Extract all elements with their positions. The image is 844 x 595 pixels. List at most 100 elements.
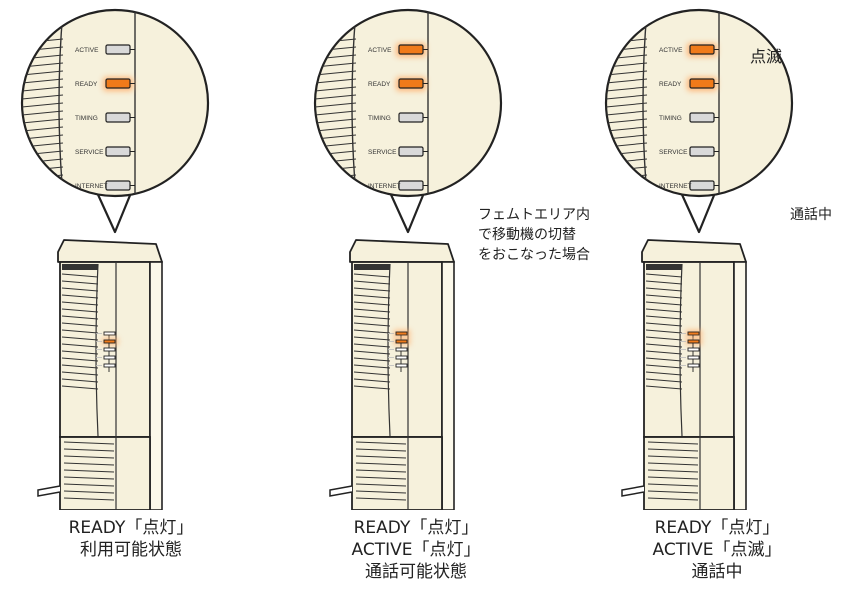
louver-line bbox=[606, 78, 648, 84]
led-ready bbox=[105, 78, 131, 89]
louver-line bbox=[606, 86, 648, 92]
device-base bbox=[351, 436, 443, 510]
caption-line-3: 通話可能状態 bbox=[365, 562, 467, 582]
louver-line bbox=[22, 94, 64, 100]
front-louver bbox=[353, 378, 391, 383]
louver-line bbox=[315, 86, 357, 92]
device-top bbox=[641, 239, 747, 263]
led-label-ready: READY bbox=[368, 81, 391, 88]
led-service bbox=[105, 146, 131, 157]
louver-line bbox=[606, 102, 648, 108]
cable bbox=[621, 485, 645, 497]
base-louver bbox=[355, 469, 407, 473]
louver-line bbox=[22, 110, 64, 116]
base-louver bbox=[355, 441, 407, 445]
base-louver bbox=[355, 448, 407, 452]
front-louver bbox=[645, 294, 683, 299]
led-active bbox=[105, 44, 131, 55]
front-louver bbox=[61, 364, 99, 369]
device-top bbox=[349, 239, 455, 263]
base-louver bbox=[63, 497, 115, 501]
bubble-circle bbox=[604, 8, 794, 198]
grille-top bbox=[354, 264, 390, 270]
caption: READY「点灯」 ACTIVE「点滅」 通話中 bbox=[577, 517, 844, 583]
louver-line bbox=[315, 118, 357, 124]
device-top bbox=[57, 239, 163, 263]
caption-line-1: READY「点灯」 bbox=[654, 518, 780, 538]
front-louver bbox=[61, 315, 99, 320]
front-louver bbox=[645, 378, 683, 383]
small-led bbox=[395, 331, 408, 336]
caption: READY「点灯」 ACTIVE「点灯」 通話可能状態 bbox=[276, 517, 556, 583]
front-louver bbox=[645, 343, 683, 348]
front-louver bbox=[645, 287, 683, 292]
caption-line-1: READY「点灯」 bbox=[353, 518, 479, 538]
cable bbox=[329, 485, 353, 497]
base-louver bbox=[355, 490, 407, 494]
louver-line bbox=[22, 126, 64, 132]
base-louver bbox=[63, 441, 115, 445]
front-louver bbox=[61, 350, 99, 355]
louver-line bbox=[22, 118, 64, 124]
louver-line bbox=[606, 126, 648, 132]
front-louver bbox=[353, 315, 391, 320]
front-louver bbox=[61, 357, 99, 362]
front-louver bbox=[353, 329, 391, 334]
caption-line-2: ACTIVE「点灯」 bbox=[351, 540, 481, 560]
bubble-edge bbox=[351, 10, 357, 196]
base-louver bbox=[647, 490, 699, 494]
led-label-service: SERVICE bbox=[368, 149, 397, 156]
front-louver bbox=[353, 294, 391, 299]
front-louver bbox=[61, 371, 99, 376]
note-line-1: フェムトエリア内 bbox=[478, 207, 590, 223]
led-label-timing: TIMING bbox=[368, 115, 391, 122]
louver-line bbox=[606, 70, 648, 76]
small-led bbox=[103, 339, 116, 344]
led-label-timing: TIMING bbox=[75, 115, 98, 122]
louver-line bbox=[315, 199, 356, 203]
front-louver bbox=[645, 385, 683, 390]
led-timing bbox=[398, 112, 424, 123]
front-louver bbox=[61, 273, 99, 278]
device-side bbox=[733, 261, 747, 510]
base-louver bbox=[63, 455, 115, 459]
bubble-circle bbox=[20, 8, 210, 198]
base-louver bbox=[647, 441, 699, 445]
front-louver bbox=[353, 371, 391, 376]
louver-line bbox=[315, 78, 357, 84]
base-louver bbox=[355, 462, 407, 466]
front-louver bbox=[61, 385, 99, 390]
front-louver bbox=[353, 350, 391, 355]
led-label-internet: INTERNET bbox=[659, 183, 692, 190]
louver-line bbox=[22, 207, 63, 211]
front-louver bbox=[645, 301, 683, 306]
front-louver bbox=[645, 357, 683, 362]
front-louver bbox=[645, 308, 683, 313]
small-led bbox=[687, 363, 700, 368]
note-line-1: 通話中 bbox=[790, 207, 832, 223]
base-louver bbox=[355, 476, 407, 480]
base-louver bbox=[355, 483, 407, 487]
led-label-internet: INTERNET bbox=[368, 183, 401, 190]
louver-line bbox=[22, 199, 63, 203]
front-louver bbox=[61, 322, 99, 327]
louver-line bbox=[315, 94, 357, 100]
small-led bbox=[103, 331, 116, 336]
small-led bbox=[103, 347, 116, 352]
base-louver bbox=[647, 497, 699, 501]
front-louver bbox=[645, 336, 683, 341]
led-label-ready: READY bbox=[75, 81, 98, 88]
front-louver bbox=[353, 287, 391, 292]
device-body bbox=[621, 239, 747, 510]
front-louver bbox=[645, 315, 683, 320]
led-ready bbox=[689, 78, 715, 89]
small-led bbox=[687, 331, 700, 336]
led-active bbox=[689, 44, 715, 55]
handover-note: フェムトエリア内 で移動機の切替 をおこなった場合 bbox=[478, 205, 590, 265]
led-label-active: ACTIVE bbox=[75, 47, 99, 54]
front-louver bbox=[61, 378, 99, 383]
